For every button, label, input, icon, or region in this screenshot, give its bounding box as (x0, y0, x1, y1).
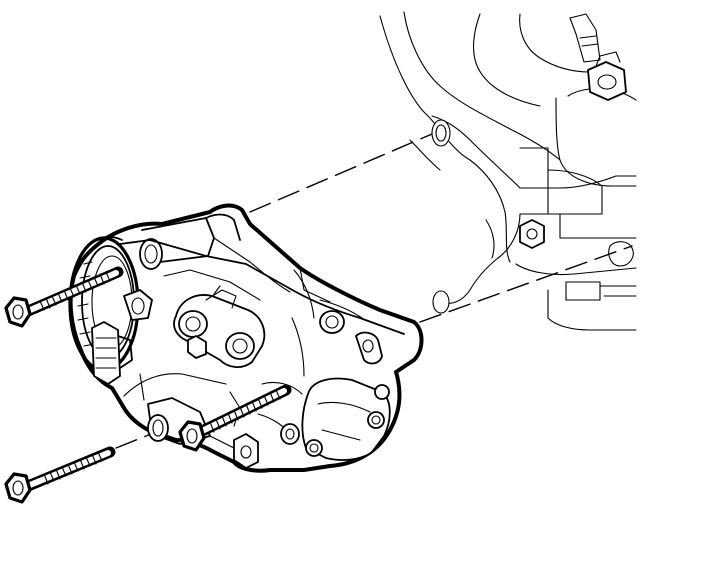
bolt-head-icon (178, 420, 206, 452)
lower-left-bolt (4, 446, 116, 504)
center-bolt (178, 384, 292, 452)
rear-end-cap (301, 377, 391, 461)
bolt-head-icon (4, 296, 32, 328)
bolt-head-icon (4, 472, 32, 504)
upper-left-bolt (4, 266, 124, 328)
block-nut-icon (519, 219, 545, 249)
right-side-fittings (291, 299, 383, 377)
ac-compressor (68, 203, 424, 473)
engine-block (379, 11, 637, 331)
port-bolt-icon (187, 335, 207, 359)
service-port (173, 285, 266, 368)
fitting-icon (569, 13, 627, 101)
upper-mounting-ear (139, 213, 251, 270)
electrical-connector (91, 321, 133, 385)
alignment-line-lower (419, 245, 633, 323)
alignment-line-upper (249, 133, 433, 213)
lower-mounting-ear (147, 397, 300, 469)
